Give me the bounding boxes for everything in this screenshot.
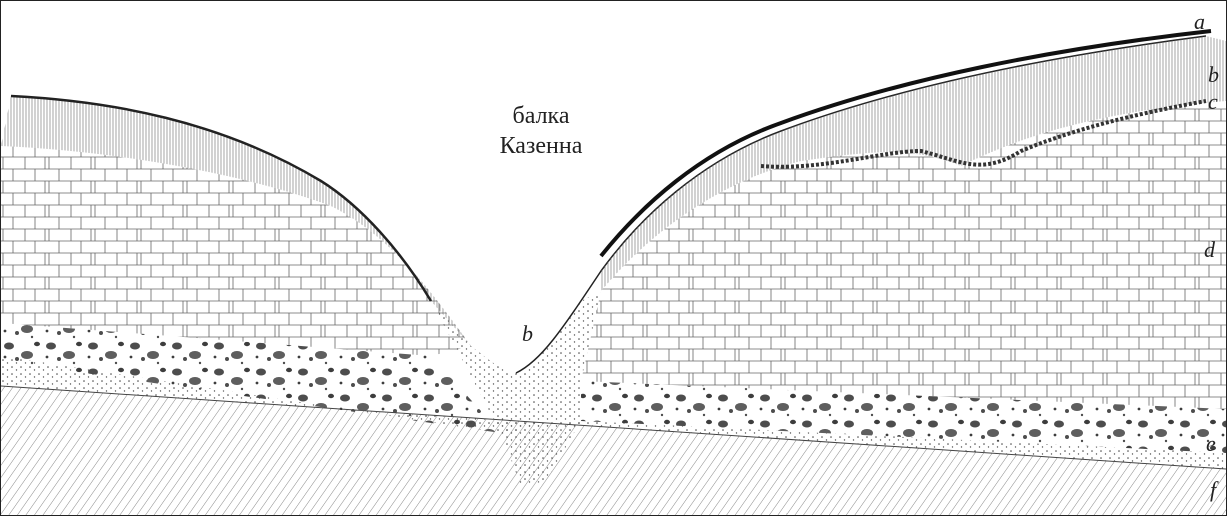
label-b-center: b xyxy=(522,323,533,345)
label-c: c xyxy=(1208,91,1218,113)
title-line-2: Казенна xyxy=(471,131,611,161)
label-d: d xyxy=(1204,239,1215,261)
label-a: a xyxy=(1194,11,1205,33)
label-b-right: b xyxy=(1208,64,1219,86)
label-e: e xyxy=(1206,433,1216,455)
label-f: f xyxy=(1210,479,1216,501)
title-line-1: балка xyxy=(471,101,611,131)
ravine-title: балка Казенна xyxy=(471,101,611,161)
